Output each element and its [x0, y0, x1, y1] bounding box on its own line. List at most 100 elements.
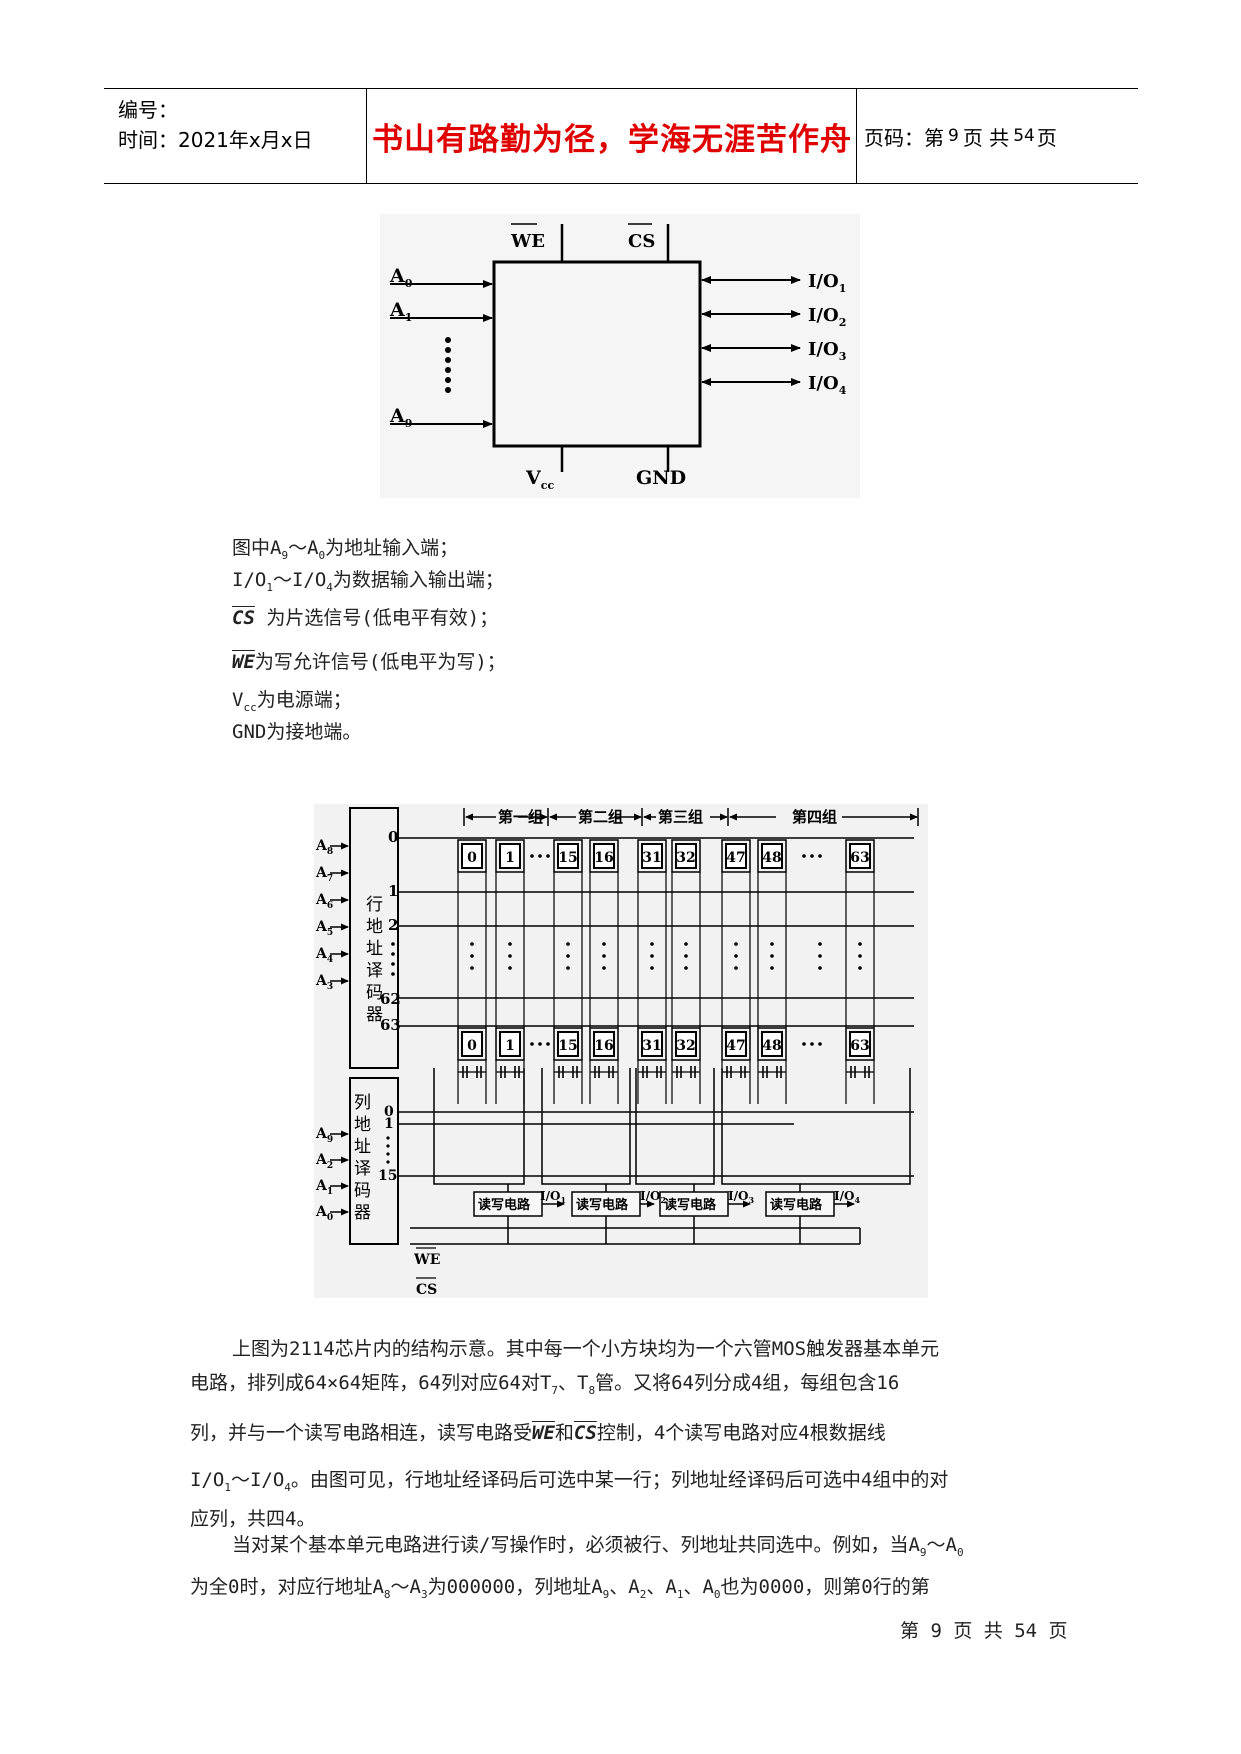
page-number: 9	[948, 126, 959, 146]
group-2-label: 第二组	[578, 808, 623, 826]
svg-text:A3: A3	[315, 973, 333, 992]
col-decoder-box	[349, 1077, 399, 1245]
bus-cs-label: CS	[416, 1282, 437, 1298]
col-decoder-label: 列 地 址 译 码 器	[354, 1093, 371, 1223]
pin-desc-cs: CS 为片选信号(低电平有效)；	[232, 607, 499, 629]
bottom-cell: 63	[845, 1027, 875, 1061]
svg-text:I/O1: I/O1	[540, 1189, 566, 1205]
address-ellipsis	[445, 337, 451, 393]
paragraph-line: 为全0时，对应行地址A8～A3为000000，列地址A9、A2、A1、A0也为0…	[190, 1575, 930, 1601]
row-decoder-box	[349, 807, 399, 1069]
top-cell: 31	[637, 839, 667, 873]
top-cell: 32	[671, 839, 701, 873]
svg-text:15: 15	[558, 850, 577, 866]
svg-text:48: 48	[762, 1038, 781, 1054]
svg-text:译: 译	[354, 1159, 371, 1179]
bottom-cell: 0	[457, 1027, 487, 1061]
bus-we-label: WE	[413, 1252, 440, 1268]
io1-label: I/O1	[808, 271, 846, 295]
svg-text:0: 0	[388, 828, 398, 846]
time-label: 时间：2021年x月x日	[118, 128, 313, 152]
row-ellipsis	[391, 942, 395, 976]
bottom-cell: 47	[721, 1027, 751, 1061]
bottom-cell: 15	[553, 1027, 583, 1061]
pin-desc-gnd: GND为接地端。	[232, 721, 362, 743]
svg-text:A8: A8	[315, 838, 333, 857]
bottom-cell: 48	[757, 1027, 787, 1061]
top-cell: 48	[757, 839, 787, 873]
io2-label: I/O2	[808, 305, 846, 329]
row-decoder-label: 行 地 址 译 码 器	[366, 895, 383, 1025]
svg-text:器: 器	[366, 1005, 383, 1025]
pin-desc-vcc: Vcc为电源端；	[232, 689, 352, 714]
svg-text:63: 63	[850, 1038, 869, 1054]
row-address-inputs: A8 A7 A6 A5 A4 A3	[315, 838, 349, 992]
top-cell: 1	[495, 839, 525, 873]
bottom-cell: 31	[637, 1027, 667, 1061]
chip-pin-diagram-svg: WE CS Vcc GND A0 A1 A9 I/O1 I/O2 I/O3 I/…	[389, 223, 847, 492]
pin-desc-we: WE为写允许信号(低电平为写)；	[232, 651, 506, 673]
svg-text:址: 址	[354, 1137, 371, 1157]
svg-text:码: 码	[366, 983, 383, 1003]
page-prefix: 页码：第	[864, 125, 944, 150]
svg-text:列: 列	[354, 1093, 371, 1113]
a9-label: A9	[389, 405, 412, 430]
rw-circuit-2: 读写电路	[576, 1197, 629, 1213]
paragraph-line: 当对某个基本单元电路进行读/写操作时，必须被行、列地址共同选中。例如，当A9～A…	[232, 1534, 964, 1559]
paragraph-line: 上图为2114芯片内的结构示意。其中每一个小方块均为一个六管MOS触发器基本单元	[232, 1338, 940, 1360]
rw-circuit-4: 读写电路	[770, 1197, 823, 1213]
number-label: 编号：	[118, 98, 178, 122]
svg-text:A1: A1	[315, 1178, 333, 1197]
svg-text:32: 32	[676, 850, 695, 866]
top-cell: 47	[721, 839, 751, 873]
chip-pin-diagram: WE CS Vcc GND A0 A1 A9 I/O1 I/O2 I/O3 I/…	[380, 214, 860, 498]
vcc-label: Vcc	[525, 467, 554, 492]
svg-text:1: 1	[505, 1038, 515, 1054]
row-select-lines	[398, 837, 914, 1027]
paragraph-line: I/O1～I/O4。由图可见，行地址经译码后可选中某一行；列地址经译码后可选中4…	[190, 1468, 949, 1494]
chip-structure-diagram: 行 地 址 译 码 器 列 地 址 译 码 器 A8 A7 A6 A5 A4	[314, 804, 928, 1298]
header-divider	[366, 89, 367, 183]
top-cell: 15	[553, 839, 583, 873]
svg-text:器: 器	[354, 1203, 371, 1223]
paragraph-line: 列，并与一个读写电路相连，读写电路受WE和CS控制，4个读写电路对应4根数据线	[190, 1421, 886, 1444]
svg-text:63: 63	[380, 1016, 401, 1034]
svg-text:A2: A2	[315, 1152, 333, 1171]
cs-label: CS	[628, 231, 655, 252]
svg-text:31: 31	[642, 1038, 661, 1054]
pin-desc-address: 图中A9～A0为地址输入端；	[232, 537, 459, 562]
control-bus	[410, 1216, 861, 1279]
bit-lines	[457, 872, 875, 1104]
svg-text:47: 47	[726, 1038, 745, 1054]
svg-text:A4: A4	[315, 946, 333, 965]
svg-text:0: 0	[467, 850, 477, 866]
group-3-label: 第三组	[658, 808, 703, 826]
svg-text:I/O4: I/O4	[834, 1189, 860, 1205]
svg-text:地: 地	[354, 1115, 371, 1135]
rw-circuit-1: 读写电路	[478, 1197, 531, 1213]
svg-text:63: 63	[850, 850, 869, 866]
paragraph-line: 应列，共四4。	[190, 1507, 316, 1530]
svg-text:32: 32	[676, 1038, 695, 1054]
header-meta: 编号： 时间：2021年x月x日	[118, 95, 368, 155]
svg-text:地: 地	[366, 917, 383, 937]
svg-text:行: 行	[366, 895, 383, 915]
io-labels: I/O1 I/O2 I/O3 I/O4	[540, 1189, 860, 1205]
a1-label: A1	[389, 299, 412, 324]
page-footer: 第 9 页 共 54 页	[900, 1620, 1068, 1642]
bottom-cell: 32	[671, 1027, 701, 1061]
col-output-labels: 0 1 15	[378, 1104, 397, 1184]
svg-text:译: 译	[366, 961, 383, 981]
svg-text:A6: A6	[315, 892, 333, 911]
top-cell: 63	[845, 839, 875, 873]
col-ellipsis	[386, 1136, 390, 1164]
svg-text:0: 0	[467, 1038, 477, 1054]
bottom-cell: 1	[495, 1027, 525, 1061]
svg-text:0: 0	[384, 1104, 394, 1120]
col-address-inputs: A9 A2 A1 A0	[315, 1126, 349, 1223]
rw-connections	[433, 1068, 911, 1208]
io4-label: I/O4	[808, 373, 847, 397]
selection-paragraph: 当对某个基本单元电路进行读/写操作时，必须被行、列地址共同选中。例如，当A9～A…	[190, 1528, 1056, 1612]
col-select-lines	[398, 1111, 914, 1177]
